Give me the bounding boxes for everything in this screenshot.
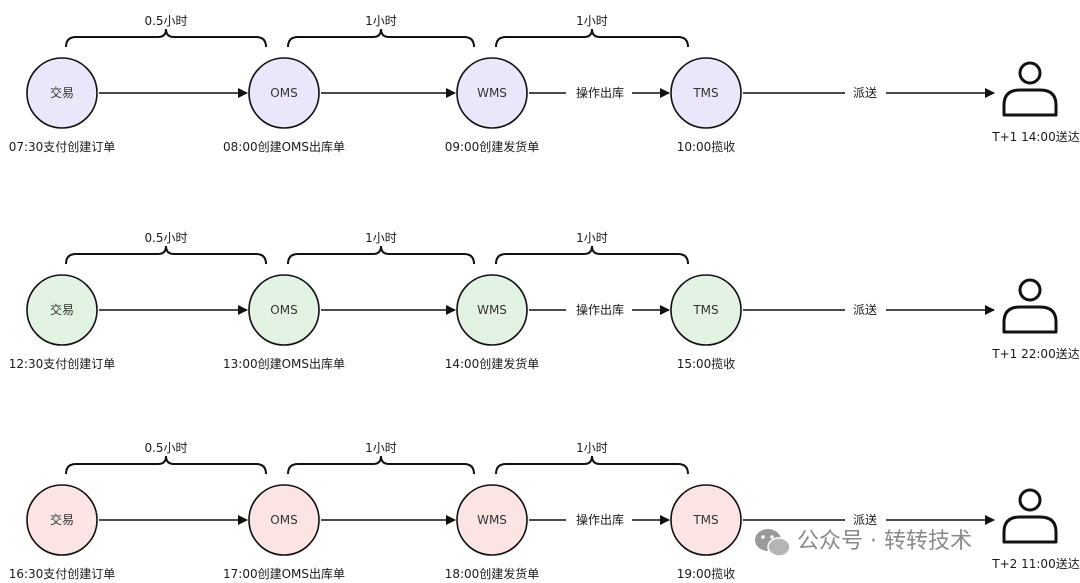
duration-label: 0.5小时 bbox=[144, 231, 187, 245]
duration-brace bbox=[65, 245, 267, 265]
duration-label: 1小时 bbox=[576, 441, 608, 455]
duration-brace bbox=[65, 28, 267, 48]
delivery-caption: T+1 22:00送达 bbox=[991, 346, 1079, 361]
watermark-text: 公众号 · 转转技术 bbox=[797, 529, 972, 554]
delivery-caption: T+2 11:00送达 bbox=[991, 556, 1079, 571]
edge-label-operate-outbound: 操作出库 bbox=[576, 302, 624, 317]
node-caption: 08:00创建OMS出库单 bbox=[223, 139, 345, 154]
duration-label: 1小时 bbox=[365, 14, 397, 28]
watermark: 公众号 · 转转技术 bbox=[755, 529, 972, 557]
node-caption: 17:00创建OMS出库单 bbox=[223, 566, 345, 581]
duration-label: 1小时 bbox=[365, 441, 397, 455]
node-wms-label: WMS bbox=[477, 513, 507, 527]
node-caption: 13:00创建OMS出库单 bbox=[223, 356, 345, 371]
node-caption: 09:00创建发货单 bbox=[445, 139, 540, 154]
duration-label: 1小时 bbox=[576, 14, 608, 28]
node-oms bbox=[248, 484, 320, 556]
delivery-caption: T+1 14:00送达 bbox=[991, 129, 1079, 144]
node-oms bbox=[248, 57, 320, 129]
edge-label-dispatch: 派送 bbox=[853, 302, 877, 317]
node-trade bbox=[26, 57, 98, 129]
node-caption: 14:00创建发货单 bbox=[445, 356, 540, 371]
edge-label-operate-outbound: 操作出库 bbox=[576, 85, 624, 100]
node-caption: 10:00揽收 bbox=[677, 140, 736, 154]
node-caption: 15:00揽收 bbox=[677, 357, 736, 371]
node-trade-label: 交易 bbox=[50, 85, 74, 100]
duration-brace bbox=[287, 245, 475, 265]
wechat-icon bbox=[755, 529, 791, 557]
node-trade-label: 交易 bbox=[50, 512, 74, 527]
node-tms bbox=[670, 57, 742, 129]
edge-label-dispatch: 派送 bbox=[853, 85, 877, 100]
node-trade bbox=[26, 484, 98, 556]
duration-brace bbox=[287, 28, 475, 48]
duration-label: 1小时 bbox=[365, 231, 397, 245]
node-wms bbox=[456, 57, 528, 129]
duration-label: 0.5小时 bbox=[144, 14, 187, 28]
duration-brace bbox=[495, 28, 689, 48]
node-oms bbox=[248, 274, 320, 346]
node-tms-label: TMS bbox=[692, 513, 718, 527]
node-oms-label: OMS bbox=[270, 303, 297, 317]
node-wms-label: WMS bbox=[477, 303, 507, 317]
node-trade bbox=[26, 274, 98, 346]
node-oms-label: OMS bbox=[270, 86, 297, 100]
node-wms bbox=[456, 484, 528, 556]
node-tms-label: TMS bbox=[692, 303, 718, 317]
duration-label: 1小时 bbox=[576, 231, 608, 245]
node-caption: 19:00揽收 bbox=[677, 567, 736, 581]
duration-brace bbox=[65, 455, 267, 475]
edge-label-operate-outbound: 操作出库 bbox=[576, 512, 624, 527]
user-icon bbox=[1002, 61, 1058, 117]
node-trade-label: 交易 bbox=[50, 302, 74, 317]
edge-label-dispatch: 派送 bbox=[853, 512, 877, 527]
duration-brace bbox=[495, 455, 689, 475]
node-tms bbox=[670, 484, 742, 556]
node-tms-label: TMS bbox=[692, 86, 718, 100]
node-oms-label: OMS bbox=[270, 513, 297, 527]
node-tms bbox=[670, 274, 742, 346]
duration-brace bbox=[287, 455, 475, 475]
node-wms bbox=[456, 274, 528, 346]
node-caption: 16:30支付创建订单 bbox=[9, 567, 116, 581]
node-caption: 07:30支付创建订单 bbox=[9, 140, 116, 154]
duration-brace bbox=[495, 245, 689, 265]
node-caption: 18:00创建发货单 bbox=[445, 566, 540, 581]
node-wms-label: WMS bbox=[477, 86, 507, 100]
user-icon bbox=[1002, 278, 1058, 334]
node-caption: 12:30支付创建订单 bbox=[9, 357, 116, 371]
duration-label: 0.5小时 bbox=[144, 441, 187, 455]
user-icon bbox=[1002, 488, 1058, 544]
